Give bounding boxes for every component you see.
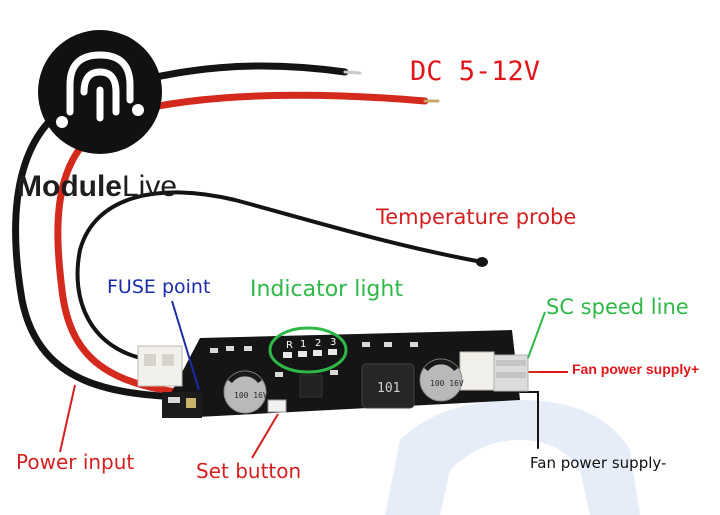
sc-speed-line-label: SC speed line [546,295,689,319]
led-label-2: 2 [315,338,321,349]
module-live-logo-icon [38,30,162,154]
set-button-label: Set button [196,459,302,483]
indicator-light-label: Indicator light [250,277,403,302]
pcb-board: R 1 2 3 100 16V 100 16V 101 [137,326,529,418]
temperature-probe-tip [476,257,488,267]
set-button [267,399,287,413]
supply-red-wire [54,91,429,398]
capacitor-left: 100 16V [223,370,268,414]
capacitor-left-marking: 100 16V [234,391,268,400]
temperature-probe-label: Temperature probe [376,205,577,229]
temperature-probe-wire [75,190,484,362]
indicator-leds: R 1 2 3 [283,337,337,358]
led-label-r: R [286,340,293,351]
callout-lines [59,300,568,459]
indicator-highlight-ring [268,326,348,374]
led-label-1: 1 [300,339,306,350]
brand-name-light: Live [122,170,178,203]
fan-power-minus-label: Fan power supply- [530,454,667,472]
fan-power-plus-label: Fan power supply+ [572,361,700,377]
fuse-point-label: FUSE point [107,276,211,298]
power-input-label: Power input [16,450,135,474]
capacitor-right: 100 16V [419,358,464,402]
watermark-logo-icon [385,400,640,515]
fan-black-lead [519,391,539,449]
capacitor-right-marking: 100 16V [430,379,464,388]
inductor: 101 [361,363,415,409]
supply-black-wire [12,62,349,402]
power-connector [137,345,183,387]
brand-name-bold: Module [17,170,122,203]
inductor-marking: 101 [377,381,400,396]
fan-connector [459,351,529,392]
voltage-label: DC 5-12V [410,56,541,87]
wires [12,62,561,449]
led-label-3: 3 [330,337,336,348]
brand-name: ModuleLive [17,172,177,202]
